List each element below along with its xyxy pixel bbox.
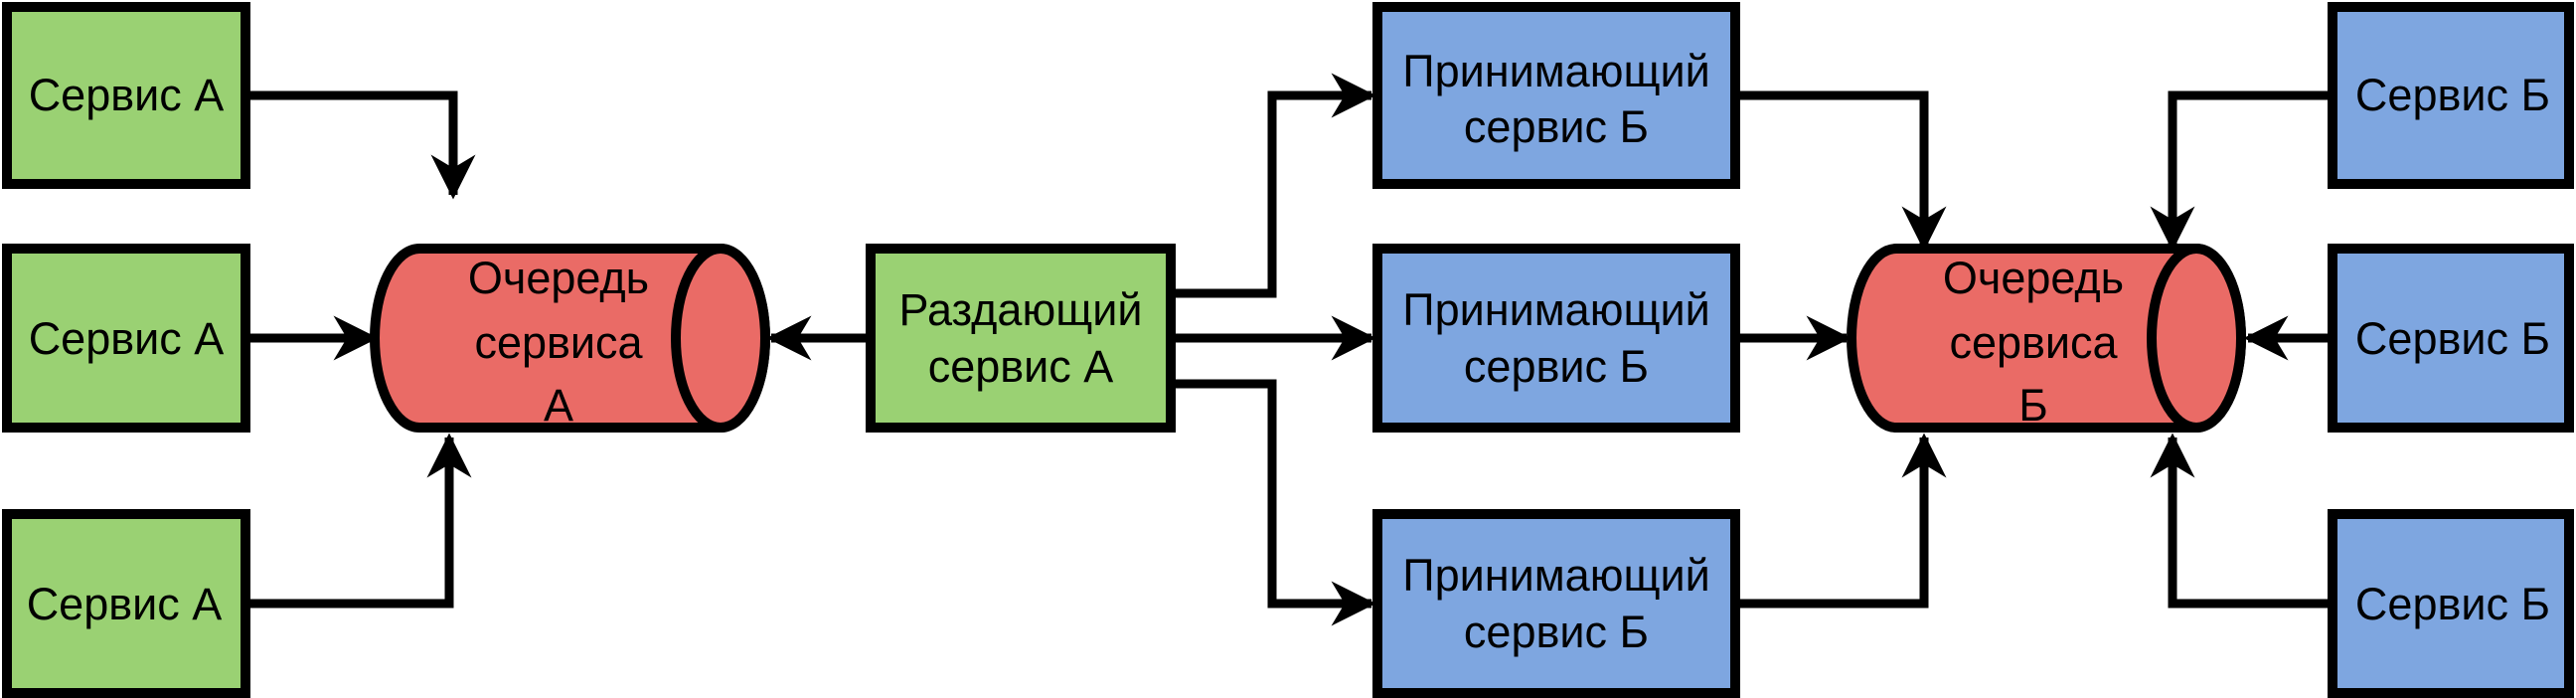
receiver-label-line2: сервис Б [1464, 101, 1649, 152]
distributor-service-a: Раздающий сервис А [866, 244, 1176, 433]
receiver-service-b-2: Принимающий сервис Б [1372, 244, 1740, 433]
queue-a-cylinder: Очередь сервиса А [370, 244, 770, 433]
arrow-service-b1-to-queue-b [2150, 90, 2332, 252]
queue-a-label-line1: Очередь [468, 253, 649, 303]
arrow-service-a3-to-queue-a [246, 433, 472, 609]
service-a-node-3: Сервис А [2, 509, 250, 698]
service-a-node-1: Сервис А [2, 2, 250, 189]
arrow-service-b3-to-queue-b [2150, 433, 2332, 609]
queue-b-label-line3: Б [2018, 380, 2048, 431]
service-a-node-2: Сервис А [2, 244, 250, 433]
receiver-label-line2: сервис Б [1464, 607, 1649, 657]
queue-b-label-line1: Очередь [1943, 253, 2124, 303]
queue-b-cylinder: Очередь сервиса Б [1847, 244, 2246, 433]
service-b-node-3: Сервис Б [2328, 509, 2574, 698]
service-a-label: Сервис А [29, 313, 225, 364]
connectors [246, 73, 2332, 626]
queue-a-label-line2: сервиса [474, 317, 643, 368]
receiver-label-line1: Принимающий [1402, 284, 1710, 335]
queue-a-label-line3: А [544, 380, 573, 431]
arrow-receiver-1-to-queue-b [1737, 90, 1947, 252]
service-a-label: Сервис А [29, 70, 225, 120]
receiver-label-line2: сервис Б [1464, 341, 1649, 392]
arrow-receiver-3-to-queue-b [1737, 433, 1947, 609]
service-a-label: Сервис А [27, 579, 223, 629]
arrow-service-a1-to-queue-a [246, 90, 476, 200]
receiver-service-b-1: Принимающий сервис Б [1372, 2, 1740, 189]
service-b-label: Сервис Б [2355, 70, 2550, 120]
service-b-node-1: Сервис Б [2328, 2, 2574, 189]
arrow-distributor-to-receiver-1 [1173, 73, 1376, 298]
receiver-label-line1: Принимающий [1402, 46, 1710, 96]
distributor-label-line2: сервис А [928, 341, 1114, 392]
queue-b-label-line2: сервиса [1949, 317, 2118, 368]
service-b-node-2: Сервис Б [2328, 244, 2574, 433]
service-b-label: Сервис Б [2355, 313, 2550, 364]
service-b-label: Сервис Б [2355, 579, 2550, 629]
distributor-label-line1: Раздающий [898, 284, 1142, 335]
receiver-label-line1: Принимающий [1402, 550, 1710, 601]
receiver-service-b-3: Принимающий сервис Б [1372, 509, 1740, 698]
arrow-distributor-to-receiver-3 [1173, 379, 1376, 626]
